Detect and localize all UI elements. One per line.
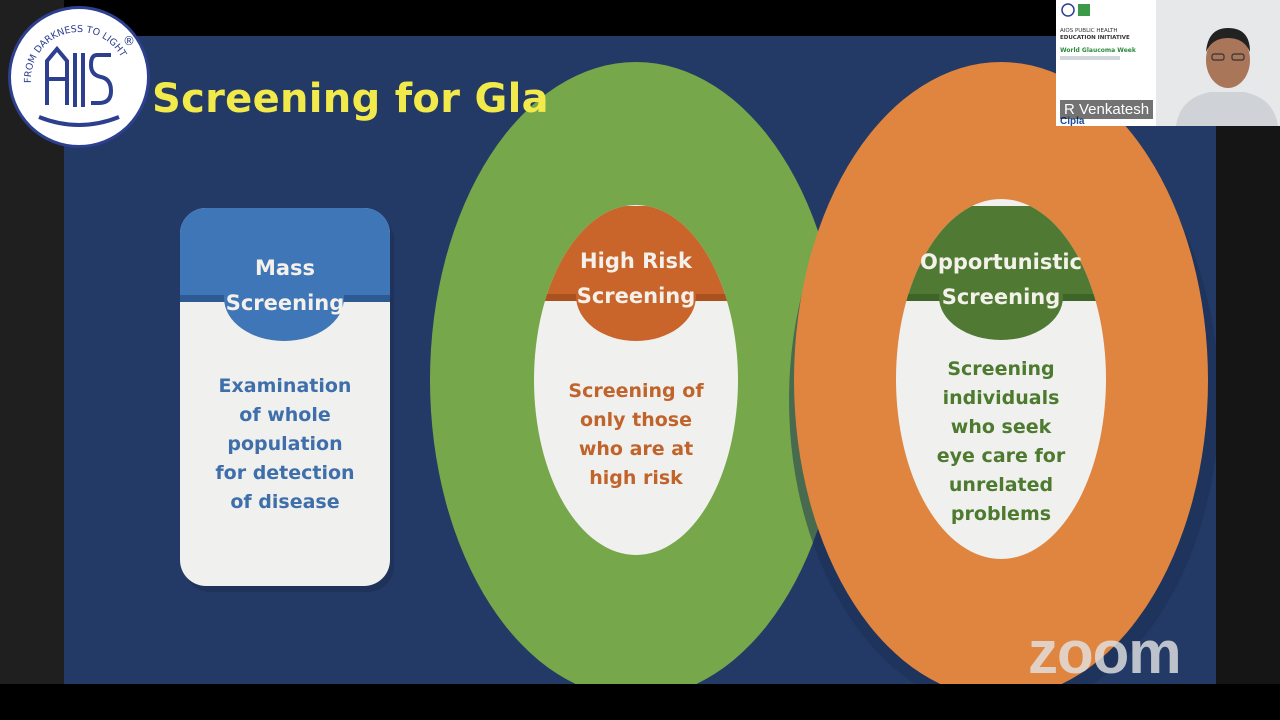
heading-line: High Risk: [580, 249, 692, 273]
face-icon: [1206, 32, 1250, 88]
description-line: individuals: [942, 387, 1060, 409]
hair-icon: [1206, 28, 1250, 52]
opportunistic-ring: [789, 62, 1216, 684]
description-line: who are at: [578, 438, 694, 460]
zoom-watermark: zoom: [1028, 619, 1182, 686]
lamp-base-icon: [38, 115, 120, 127]
description-line: Screening: [947, 358, 1055, 380]
svg-text:Cipla: Cipla: [1060, 116, 1085, 126]
description-line: for detection: [215, 462, 355, 484]
opportunistic-heading: Opportunistic Screening: [886, 245, 1116, 315]
description-line: Screening of: [568, 380, 704, 402]
description-line: population: [227, 433, 343, 455]
aios-mini-logo-icon: [1061, 3, 1075, 17]
slide-title: Screening for Gla: [152, 76, 549, 122]
heading-line: Mass: [254, 256, 316, 280]
shared-slide: Screening for Gla Mass Screening Examina…: [64, 36, 1216, 684]
svg-text:AIOS PUBLIC HEALTH: AIOS PUBLIC HEALTH: [1060, 28, 1118, 34]
svg-text:World Glaucoma Week: World Glaucoma Week: [1060, 47, 1137, 54]
speaker-silhouette: [1156, 0, 1280, 126]
registered-mark: ®: [123, 34, 135, 48]
high-risk-description: Screening of only those who are at high …: [526, 377, 746, 493]
description-line: unrelated: [948, 474, 1054, 496]
opportunistic-description: Screening individuals who seek eye care …: [886, 355, 1116, 529]
heading-line: Screening: [225, 291, 345, 315]
slide-graphics: [180, 62, 1216, 684]
window-bottom-bar: [0, 684, 1280, 720]
mass-screening-description: Examination of whole population for dete…: [180, 372, 390, 517]
description-line: eye care for: [936, 445, 1066, 467]
mass-screening-heading: Mass Screening: [180, 251, 390, 321]
heading-line: Opportunistic: [919, 250, 1083, 274]
description-line: of disease: [230, 491, 340, 513]
description-line: of whole: [239, 404, 331, 426]
shirt-icon: [1176, 92, 1278, 126]
aios-emblem: FROM DARKNESS TO LIGHT ®: [23, 24, 135, 127]
glasses-icon: [1211, 53, 1225, 61]
heading-line: Screening: [941, 285, 1061, 309]
high-risk-heading: High Risk Screening: [526, 244, 746, 314]
ribbon-icon: [1078, 4, 1090, 16]
speaker-name-label: R Venkatesh: [1060, 100, 1154, 119]
high-risk-ring: [430, 62, 842, 684]
heading-line: Screening: [576, 284, 696, 308]
description-line: Examination: [218, 375, 352, 397]
svg-text:EDUCATION INITIATIVE: EDUCATION INITIATIVE: [1060, 35, 1130, 41]
mass-screening-card: [180, 208, 394, 592]
participant-video-tile[interactable]: AIOS PUBLIC HEALTH EDUCATION INITIATIVE …: [1056, 0, 1280, 126]
monogram-icon: [45, 45, 114, 107]
banner-graphics: AIOS PUBLIC HEALTH EDUCATION INITIATIVE …: [1060, 3, 1137, 126]
description-line: who seek: [950, 416, 1052, 438]
description-line: only those: [580, 409, 692, 431]
description-line: problems: [950, 503, 1052, 525]
aios-logo: FROM DARKNESS TO LIGHT ®: [8, 6, 150, 148]
description-line: high risk: [589, 467, 683, 489]
